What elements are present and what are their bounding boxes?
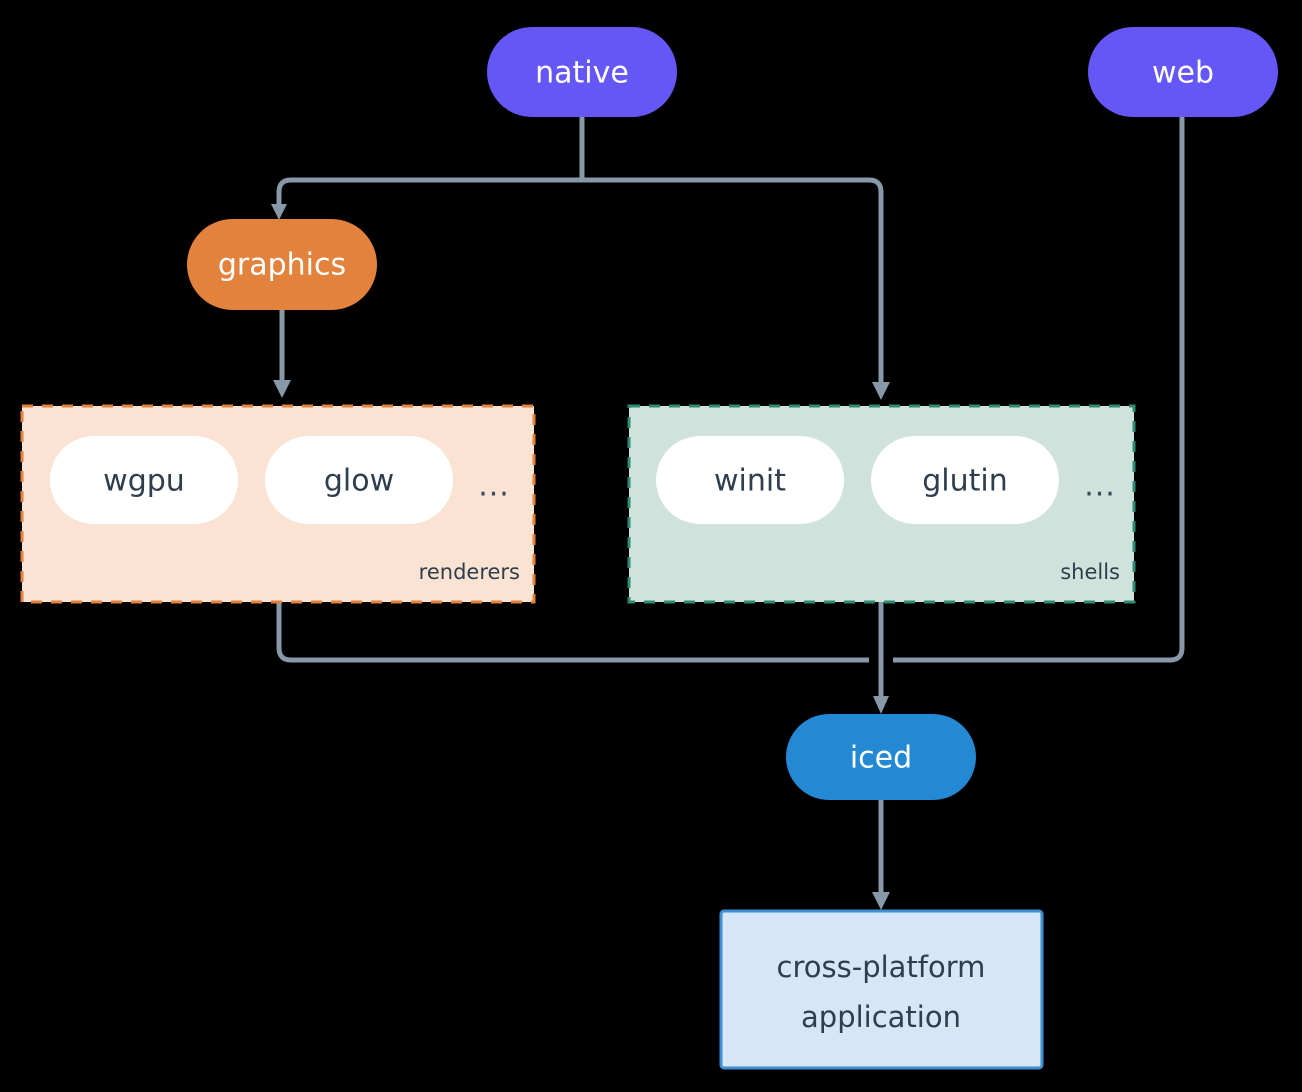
group-renderers-overflow-ellipsis: ... — [478, 469, 510, 504]
node-native-label: native — [535, 56, 629, 91]
node-application-label-line1: cross-platform — [777, 950, 986, 984]
group-shells-item-glutin[interactable]: glutin — [871, 436, 1059, 524]
arrowhead-native-to-graphics — [271, 204, 287, 220]
node-web[interactable]: web — [1088, 27, 1278, 117]
node-native[interactable]: native — [487, 27, 677, 117]
item-winit-shape — [656, 436, 844, 524]
edge-graphics-to-renderers — [273, 310, 291, 398]
group-renderers-item-wgpu[interactable]: wgpu — [50, 436, 238, 524]
group-shells: winit glutin ... shells — [627, 404, 1136, 604]
edge-renderers-to-iced — [276, 602, 869, 663]
group-shells-item-winit[interactable]: winit — [656, 436, 844, 524]
group-renderers-item-glow[interactable]: glow — [265, 436, 453, 524]
arrowhead-merge-to-iced — [873, 696, 889, 714]
item-glutin-shape — [871, 436, 1059, 524]
arrowhead-iced-to-application — [872, 892, 890, 910]
edge-native-to-graphics-path — [276, 177, 582, 208]
group-renderers-label: renderers — [419, 560, 520, 584]
item-glow-shape — [265, 436, 453, 524]
node-iced[interactable]: iced — [786, 714, 976, 800]
group-shells-label: shells — [1060, 560, 1120, 584]
group-renderers: wgpu glow ... renderers — [20, 404, 536, 604]
node-web-label: web — [1152, 56, 1214, 91]
node-graphics-shape — [187, 219, 377, 310]
group-shells-overflow-ellipsis: ... — [1084, 469, 1116, 504]
node-iced-shape — [786, 714, 976, 800]
item-glow-label: glow — [324, 464, 394, 499]
item-wgpu-label: wgpu — [103, 464, 185, 499]
item-winit-label: winit — [714, 464, 786, 499]
edge-shells-to-iced — [873, 602, 889, 714]
item-wgpu-shape — [50, 436, 238, 524]
edge-web-to-iced — [893, 116, 1185, 663]
node-application-shape — [719, 909, 1044, 1070]
edge-native-split — [276, 116, 884, 386]
node-graphics-label: graphics — [218, 248, 346, 283]
node-native-shape — [487, 27, 677, 117]
node-graphics[interactable]: graphics — [187, 219, 377, 310]
node-application-label-line2: application — [801, 1000, 961, 1034]
edge-native-to-shells-path — [582, 177, 884, 386]
node-application[interactable]: cross-platform application — [719, 909, 1044, 1070]
edge-iced-to-application — [872, 800, 890, 910]
arrowhead-graphics-to-renderers — [273, 380, 291, 398]
item-glutin-label: glutin — [922, 464, 1008, 499]
arrowhead-native-to-shells — [872, 382, 890, 400]
node-iced-label: iced — [850, 741, 912, 776]
node-web-shape — [1088, 27, 1278, 117]
